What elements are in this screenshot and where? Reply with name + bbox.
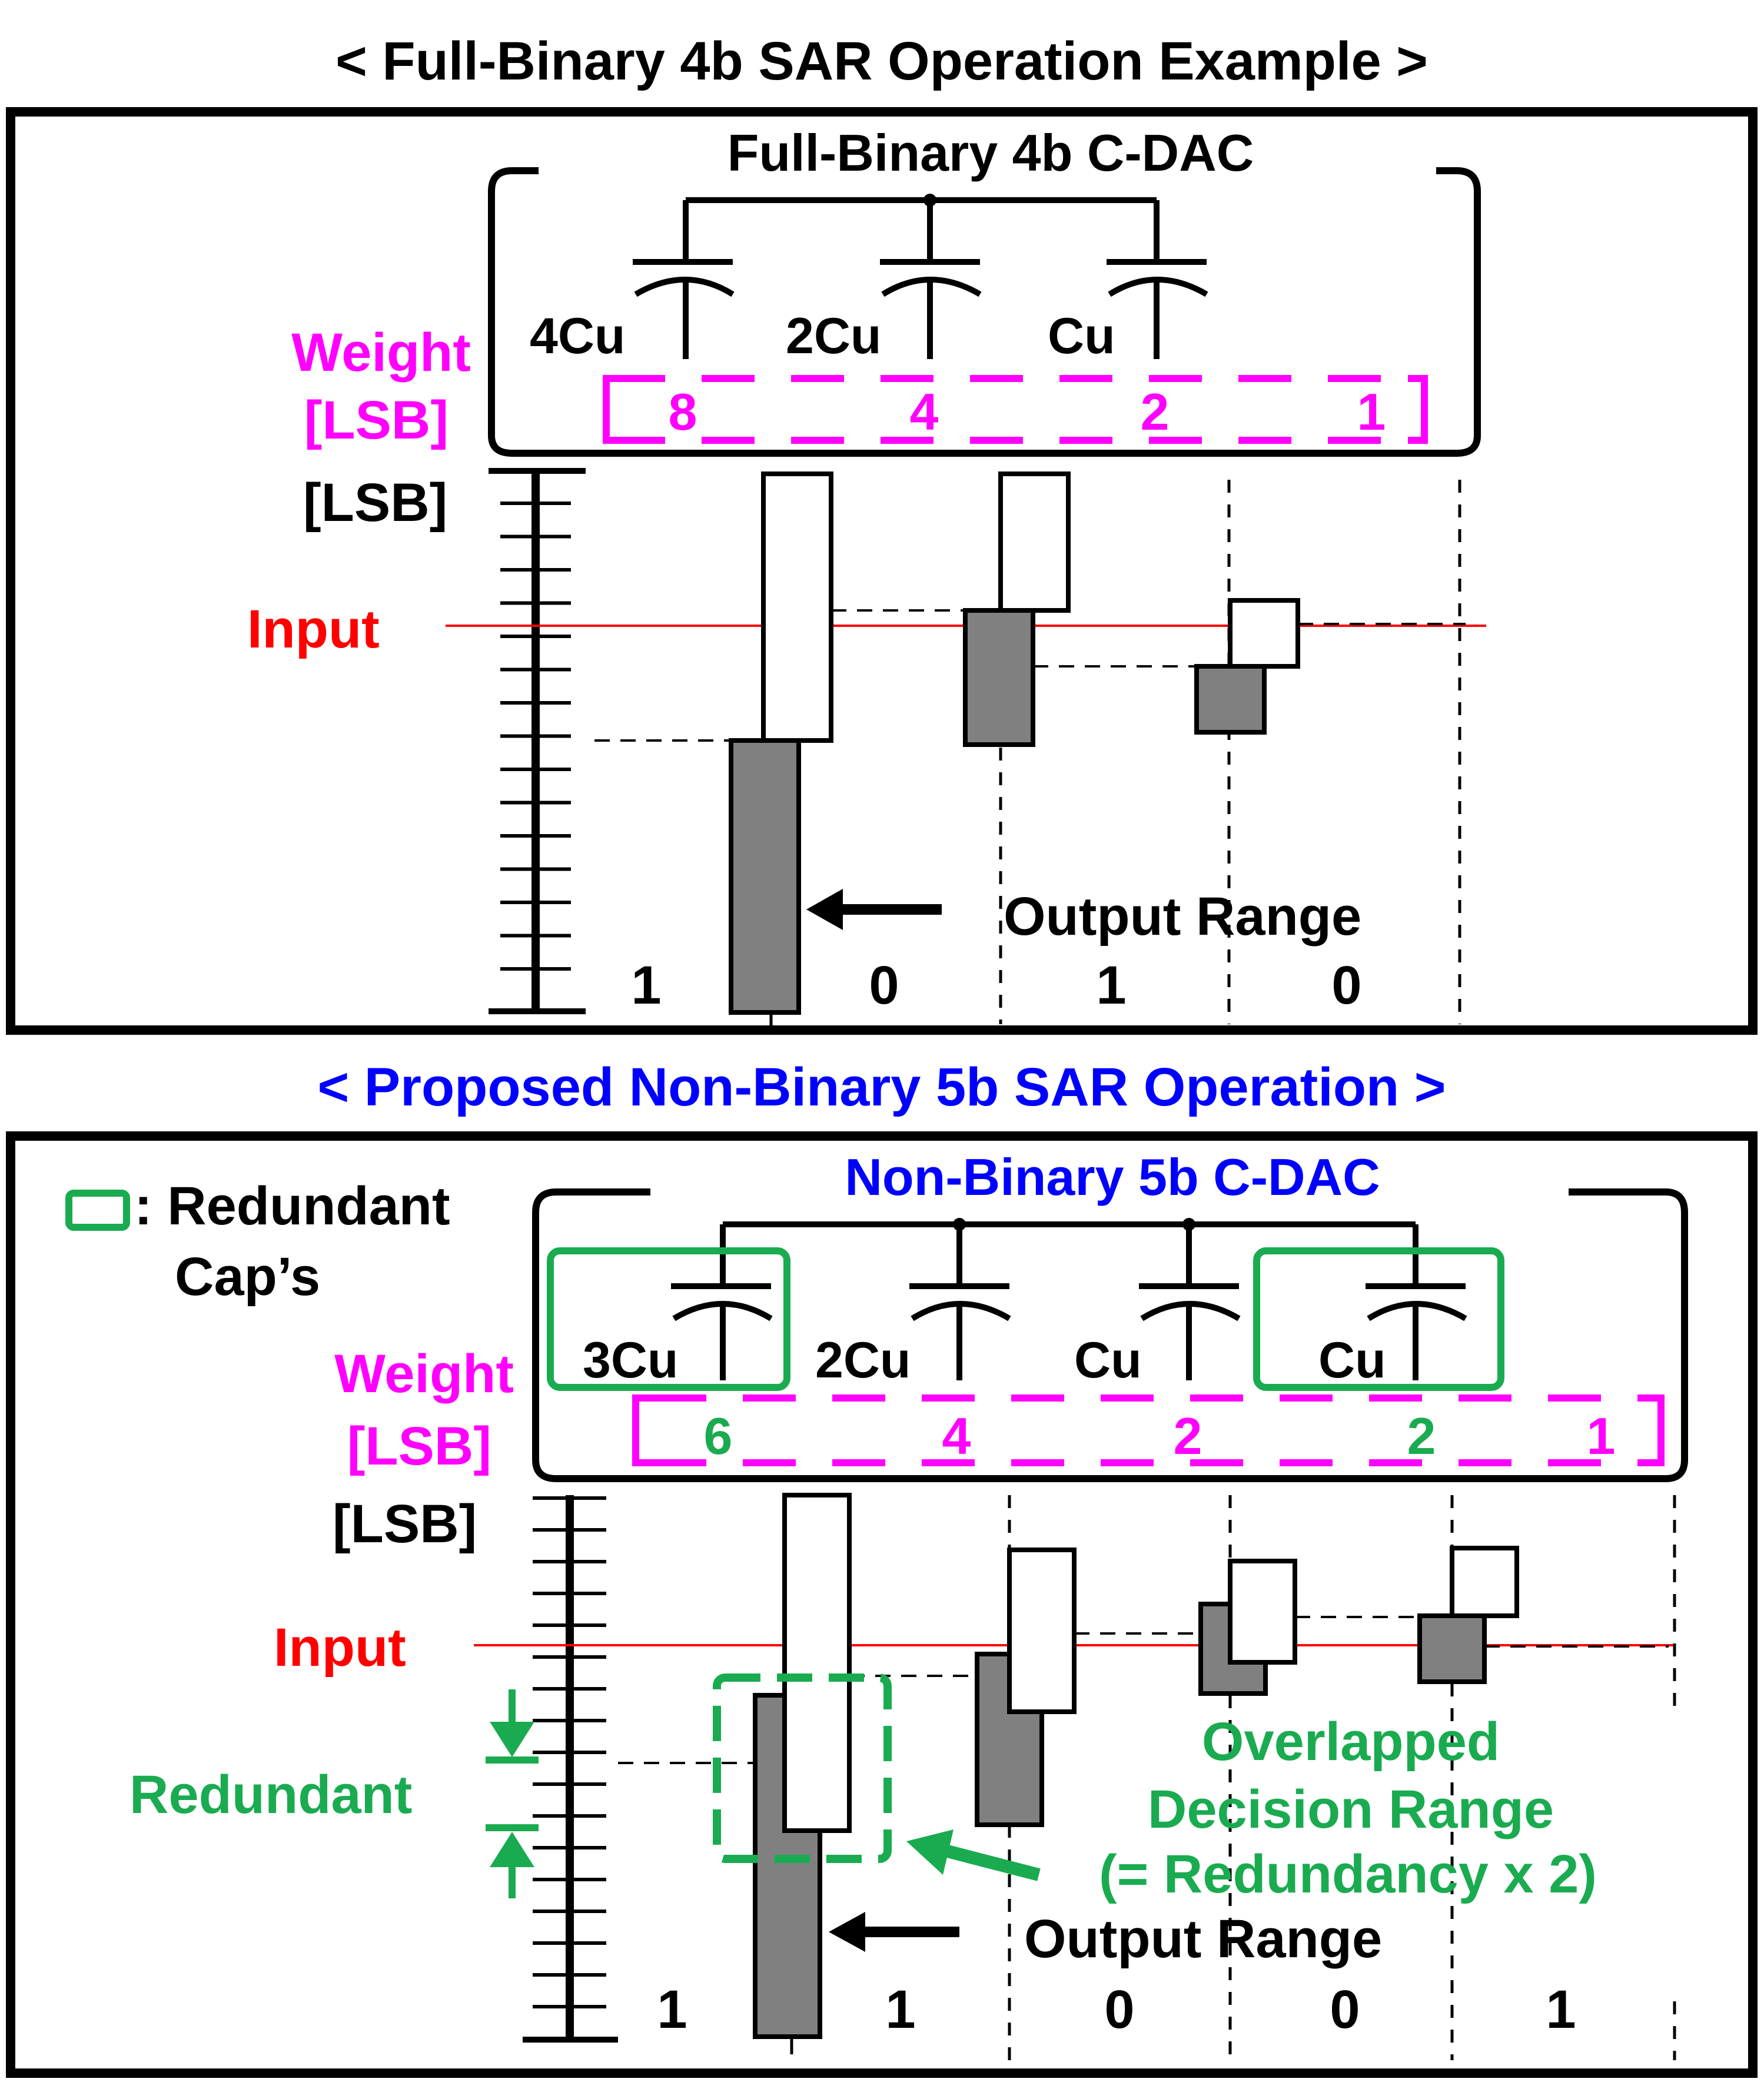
bottom-bit-3: 0 bbox=[1104, 1980, 1134, 2040]
top-bit-1: 1 bbox=[631, 955, 661, 1015]
bottom-column-separators bbox=[1008, 1495, 1676, 2060]
bottom-bit-4: 0 bbox=[1330, 1980, 1360, 2040]
top-weight-unit: [LSB] bbox=[304, 390, 449, 450]
bottom-cdac-bracket bbox=[532, 1188, 1688, 1482]
top-input-label: Input bbox=[247, 599, 380, 659]
top-step-1-low-box bbox=[729, 738, 801, 1015]
bottom-heading: < Proposed Non-Binary 5b SAR Operation > bbox=[318, 1057, 1446, 1117]
bottom-weight-1: 6 bbox=[704, 1407, 733, 1465]
top-weight-4: 1 bbox=[1357, 383, 1386, 441]
top-axis-ticks bbox=[500, 502, 571, 971]
bottom-cap-label-4: Cu bbox=[1318, 1332, 1386, 1389]
bottom-step-1 bbox=[753, 1493, 852, 2054]
bottom-cap-label-3: Cu bbox=[1074, 1332, 1142, 1389]
bottom-output-arrow bbox=[829, 1912, 959, 1952]
redundant-marker bbox=[486, 1689, 539, 1898]
bottom-bit-5: 1 bbox=[1546, 1980, 1576, 2040]
bottom-step-guides bbox=[618, 1616, 1669, 1764]
top-decision-steps bbox=[594, 471, 1466, 1027]
top-heading: < Full-Binary 4b SAR Operation Example > bbox=[335, 31, 1428, 91]
top-column-separators bbox=[999, 480, 1461, 1024]
redundant-label: Redundant bbox=[129, 1765, 412, 1825]
legend-line-2: Cap’s bbox=[175, 1247, 320, 1307]
bottom-bit-1: 1 bbox=[657, 1980, 687, 2040]
redundant-cap-highlight-2 bbox=[1253, 1247, 1504, 1391]
top-cap-label-3: Cu bbox=[1048, 308, 1115, 364]
top-step-guides bbox=[594, 609, 1466, 742]
bottom-cap-label-2: 2Cu bbox=[815, 1332, 911, 1389]
top-step-2 bbox=[963, 471, 1071, 747]
legend-redundant-cap-icon bbox=[65, 1190, 130, 1231]
bottom-step-3-high-box bbox=[1228, 1559, 1297, 1665]
top-weight-2: 4 bbox=[910, 383, 939, 441]
bottom-weight-unit: [LSB] bbox=[347, 1416, 491, 1476]
bottom-step-1-high-box bbox=[782, 1493, 852, 1833]
top-cdac-bracket bbox=[488, 167, 1481, 457]
bottom-decision-steps bbox=[618, 1493, 1669, 2054]
top-weight-bracket bbox=[603, 375, 1428, 444]
bottom-axis-unit: [LSB] bbox=[333, 1494, 477, 1554]
top-weight-3: 2 bbox=[1141, 383, 1170, 441]
top-step-3 bbox=[1194, 598, 1300, 735]
top-axis-unit: [LSB] bbox=[303, 473, 447, 533]
overlap-label-3: (= Redundancy x 2) bbox=[1099, 1844, 1597, 1904]
bottom-weight-label: Weight bbox=[334, 1344, 514, 1404]
overlap-label-1: Overlapped bbox=[1202, 1712, 1500, 1772]
bottom-node-dot-1 bbox=[953, 1218, 966, 1231]
legend-line-1: : Redundant bbox=[134, 1176, 450, 1236]
top-capacitor-network bbox=[633, 197, 1208, 359]
top-cdac-title: Full-Binary 4b C-DAC bbox=[727, 124, 1254, 182]
top-cap-label-1: 4Cu bbox=[530, 308, 625, 364]
bottom-step-2-high-box bbox=[1007, 1548, 1077, 1714]
bottom-output-label: Output Range bbox=[1024, 1909, 1382, 1969]
bottom-step-4 bbox=[1417, 1546, 1519, 1684]
bottom-weight-4: 2 bbox=[1407, 1407, 1436, 1465]
top-step-1 bbox=[729, 471, 833, 1027]
bottom-weight-bracket bbox=[632, 1394, 1665, 1466]
redundant-cap-highlight-1 bbox=[547, 1247, 790, 1391]
bottom-cdac-title: Non-Binary 5b C-DAC bbox=[845, 1148, 1380, 1206]
bottom-axis-ticks bbox=[533, 1496, 606, 2008]
top-panel-frame bbox=[6, 107, 1758, 1035]
top-step-3-high-box bbox=[1228, 598, 1300, 669]
top-bit-2: 0 bbox=[869, 955, 899, 1015]
top-weight-label: Weight bbox=[291, 323, 471, 383]
bottom-step-4-low-box bbox=[1417, 1613, 1487, 1684]
bottom-panel-frame bbox=[6, 1131, 1758, 2078]
bottom-node-dot-2 bbox=[1182, 1218, 1195, 1231]
top-step-2-high-box bbox=[998, 471, 1071, 613]
bottom-step-4-high-box bbox=[1450, 1546, 1519, 1618]
top-output-arrow bbox=[806, 889, 942, 930]
bottom-capacitor-network bbox=[671, 1221, 1467, 1380]
top-step-1-high-box bbox=[761, 471, 833, 743]
top-step-2-low-box bbox=[963, 608, 1035, 747]
bottom-bit-2: 1 bbox=[885, 1980, 915, 2040]
bottom-weight-2: 4 bbox=[942, 1407, 971, 1465]
bottom-step-2 bbox=[975, 1548, 1077, 1827]
bottom-step-3 bbox=[1198, 1559, 1297, 1696]
bottom-input-label: Input bbox=[274, 1618, 406, 1678]
top-bit-4: 0 bbox=[1331, 955, 1361, 1015]
top-output-label: Output Range bbox=[1004, 886, 1361, 947]
bottom-cap-label-1: 3Cu bbox=[583, 1332, 678, 1389]
top-weight-1: 8 bbox=[669, 383, 697, 441]
top-node-dot bbox=[923, 194, 936, 207]
top-step-3-low-box bbox=[1194, 664, 1267, 735]
overlap-range-box bbox=[713, 1673, 892, 1863]
bottom-weight-3: 2 bbox=[1174, 1407, 1202, 1465]
bottom-weight-5: 1 bbox=[1587, 1407, 1616, 1465]
top-bit-3: 1 bbox=[1096, 955, 1126, 1015]
top-cap-label-2: 2Cu bbox=[786, 308, 881, 364]
overlap-arrow bbox=[906, 1829, 1041, 1881]
overlap-label-2: Decision Range bbox=[1148, 1779, 1554, 1839]
